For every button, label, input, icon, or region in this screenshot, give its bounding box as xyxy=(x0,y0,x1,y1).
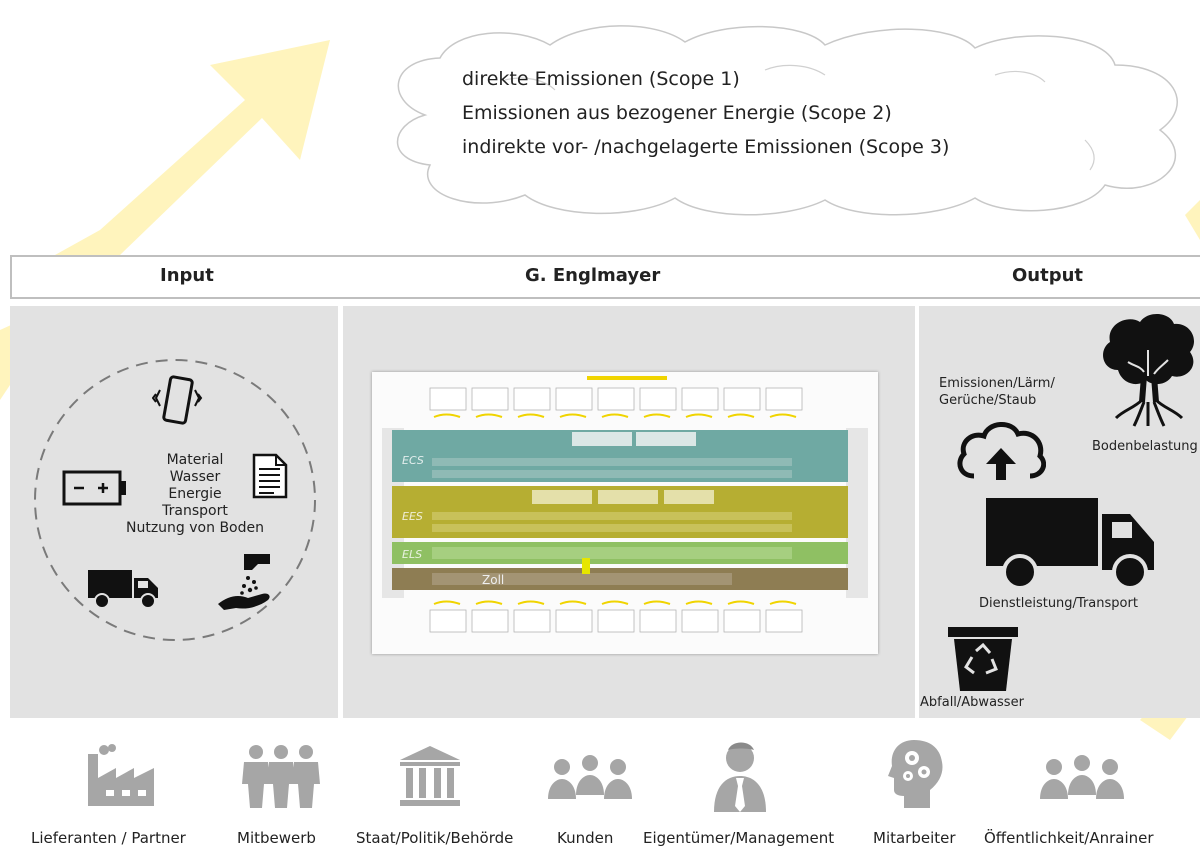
resource-wasser: Wasser xyxy=(169,469,221,485)
stakeholder-staat: Staat/Politik/Behörde xyxy=(356,829,514,847)
document-icon xyxy=(252,453,288,499)
hand-water-icon xyxy=(218,554,270,610)
resource-material: Material xyxy=(166,452,224,468)
scope-1-line: direkte Emissionen (Scope 1) xyxy=(462,68,740,90)
soil-label: Bodenbelastung xyxy=(1092,439,1198,454)
battery-icon xyxy=(62,470,126,506)
svg-text:Zoll: Zoll xyxy=(482,573,504,587)
businessman-icon xyxy=(714,742,766,812)
emissions-cloud xyxy=(396,25,1178,216)
input-resources-list: Material Wasser Energie Transport Nutzun… xyxy=(110,452,280,537)
svg-text:ELS: ELS xyxy=(402,548,422,561)
stakeholder-kunden: Kunden xyxy=(557,829,614,847)
waste-label: Abfall/Abwasser xyxy=(920,695,1024,710)
recycle-bin-icon xyxy=(948,627,1018,691)
smartphone-icon xyxy=(152,375,203,425)
people-group-icon xyxy=(242,745,320,808)
public-people-icon xyxy=(1040,755,1124,799)
tree-roots-icon xyxy=(1103,313,1195,427)
factory-icon xyxy=(88,744,154,806)
header-bar: Input G. Englmayer Output xyxy=(10,255,1200,299)
cloud-text: direkte Emissionen (Scope 1) Emissionen … xyxy=(462,62,949,164)
stakeholder-mitbewerb: Mitbewerb xyxy=(237,829,316,847)
customers-icon xyxy=(548,755,632,799)
government-building-icon xyxy=(400,746,460,806)
cloud-upload-icon xyxy=(957,422,1046,480)
svg-text:EES: EES xyxy=(402,510,423,523)
input-panel xyxy=(10,306,338,718)
truck-icon xyxy=(986,498,1154,590)
resource-energie: Energie xyxy=(168,486,222,502)
stakeholder-oeffentlichkeit: Öffentlichkeit/Anrainer xyxy=(984,829,1154,847)
stakeholder-mitarbeiter: Mitarbeiter xyxy=(873,829,956,847)
input-cycle-circle xyxy=(34,359,316,641)
truck-icon xyxy=(88,570,158,609)
resource-transport: Transport xyxy=(162,503,228,519)
process-map-graphic: ECS EES ELS Zoll xyxy=(372,372,878,654)
scope-3-line: indirekte vor- /nachgelagerte Emissionen… xyxy=(462,136,950,158)
stakeholder-lieferanten: Lieferanten / Partner xyxy=(31,829,186,847)
resource-boden: Nutzung von Boden xyxy=(126,520,264,536)
scope-2-line: Emissionen aus bezogener Energie (Scope … xyxy=(462,102,892,124)
header-center: G. Englmayer xyxy=(525,265,661,286)
service-transport-label: Dienstleistung/Transport xyxy=(979,596,1138,611)
process-landscape-map: ECS EES ELS Zoll xyxy=(372,372,878,654)
header-input: Input xyxy=(160,265,214,286)
emissions-label: Emissionen/Lärm/ Gerüche/Staub xyxy=(939,376,1055,408)
head-gears-icon xyxy=(888,740,943,808)
stakeholder-eigentuemer: Eigentümer/Management xyxy=(643,829,835,847)
svg-text:ECS: ECS xyxy=(402,454,424,467)
header-output: Output xyxy=(1012,265,1084,286)
